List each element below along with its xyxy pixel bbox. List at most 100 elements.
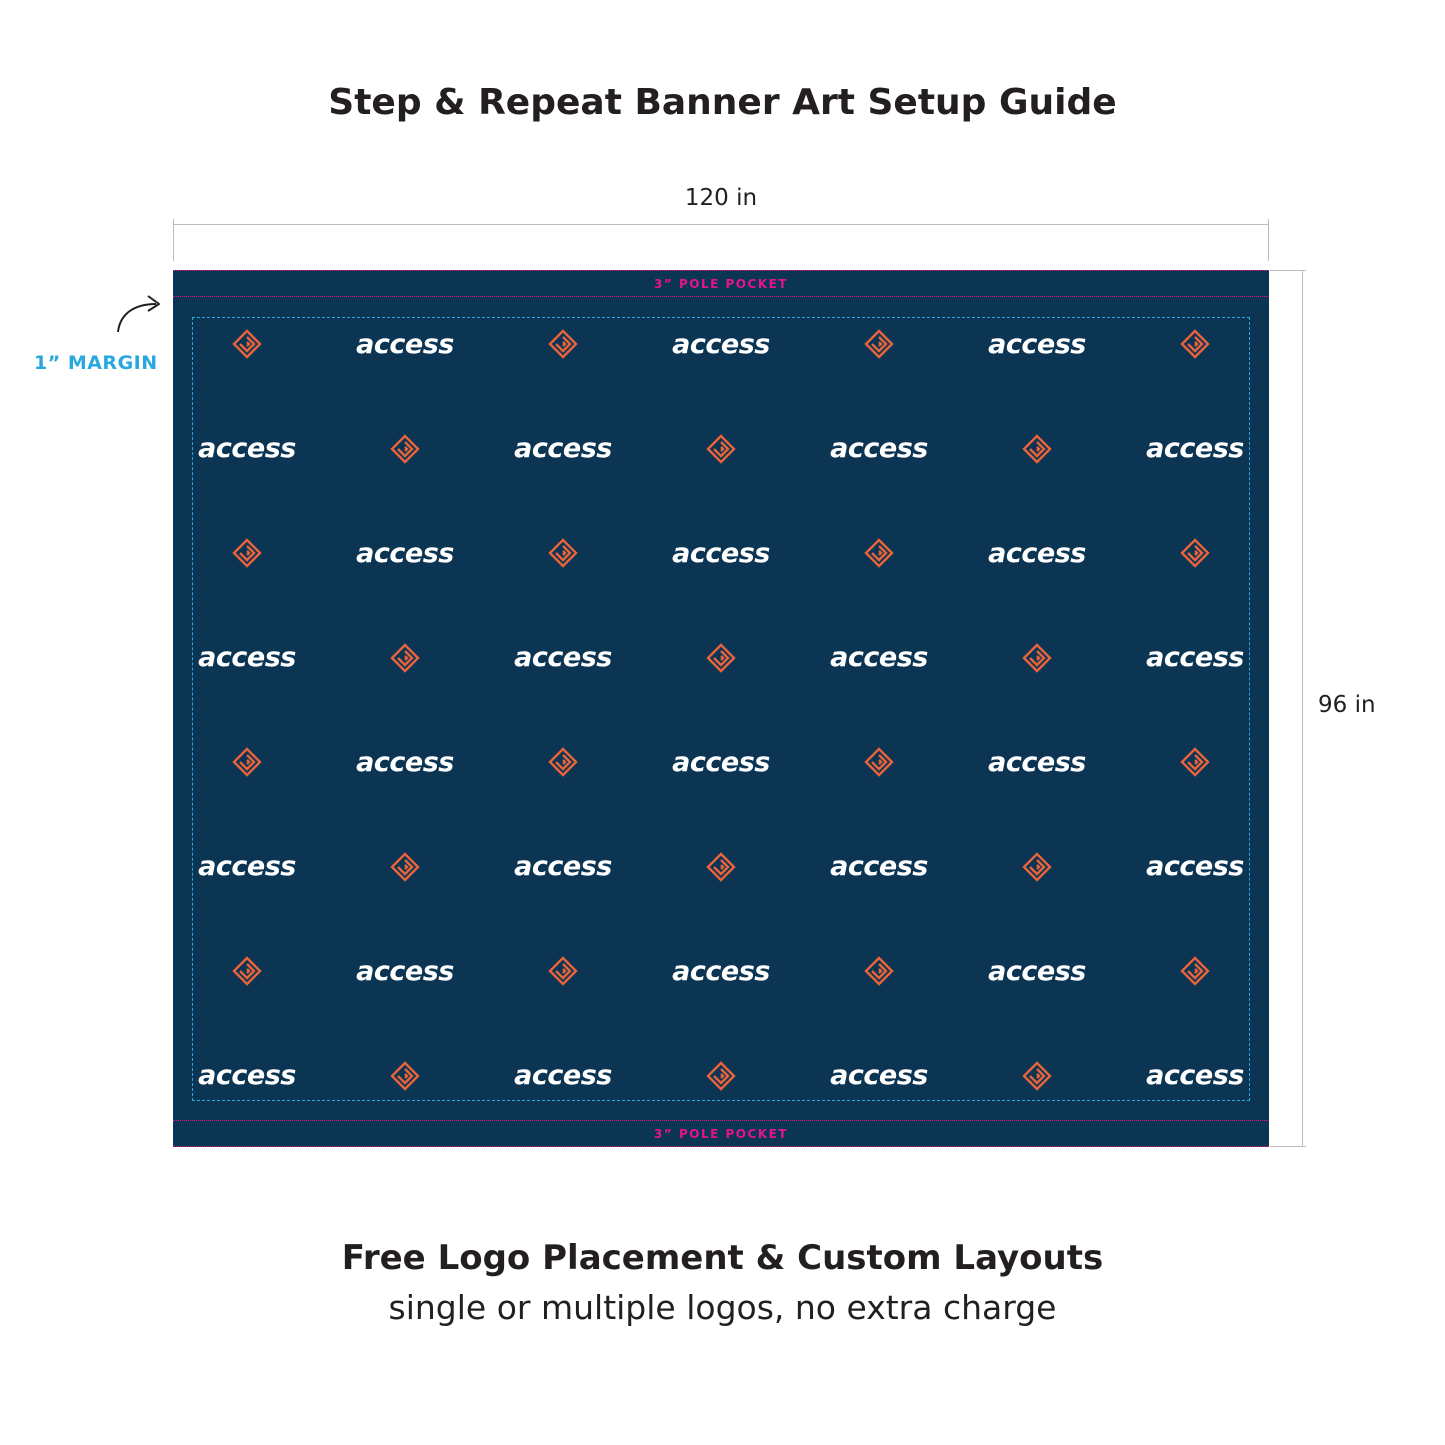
access-wordmark: access [651,319,791,369]
access-wordmark: access [1125,633,1265,683]
access-wordmark-text: access [988,537,1086,569]
access-wordmark: access [1125,424,1265,474]
diamond-swirl-icon [809,737,949,787]
diamond-swirl-icon [651,424,791,474]
access-wordmark-text: access [1146,642,1244,673]
diamond-swirl-icon [1125,946,1265,996]
access-wordmark-text: access [198,851,296,882]
access-wordmark-text: access [672,328,770,360]
access-wordmark: access [967,319,1107,369]
pole-pocket-bottom-label: 3” POLE POCKET [654,1126,788,1141]
diamond-swirl-icon [809,946,949,996]
access-wordmark-text: access [198,1060,296,1091]
access-wordmark-text: access [514,1060,612,1091]
height-dimension-line [1302,270,1303,1147]
access-wordmark: access [493,424,633,474]
access-wordmark: access [177,842,317,892]
access-wordmark-text: access [1146,433,1244,464]
diamond-swirl-icon [809,319,949,369]
pole-pocket-top-label: 3” POLE POCKET [654,276,788,291]
access-wordmark: access [651,946,791,996]
access-wordmark-text: access [988,328,1086,360]
access-wordmark: access [177,424,317,474]
access-wordmark-text: access [356,328,454,360]
diamond-swirl-icon [493,737,633,787]
margin-safe-area [192,317,1250,1101]
access-wordmark-text: access [830,1060,928,1091]
diamond-swirl-icon [967,424,1107,474]
access-wordmark-text: access [1146,1060,1244,1091]
access-wordmark: access [177,1051,317,1101]
diamond-swirl-icon [177,946,317,996]
diamond-swirl-icon [335,424,475,474]
access-wordmark: access [1125,1051,1265,1101]
access-wordmark: access [335,946,475,996]
access-wordmark-text: access [988,955,1086,987]
access-wordmark: access [493,1051,633,1101]
access-wordmark: access [967,946,1107,996]
height-dimension-label: 96 in [1318,692,1376,718]
access-wordmark-text: access [356,537,454,569]
diamond-swirl-icon [335,842,475,892]
access-wordmark: access [967,737,1107,787]
access-wordmark-text: access [672,537,770,569]
margin-label: 1” MARGIN [34,352,158,374]
access-wordmark-text: access [830,433,928,464]
diamond-swirl-icon [493,946,633,996]
access-wordmark: access [335,528,475,578]
footer-subheading: single or multiple logos, no extra charg… [388,1288,1057,1327]
diamond-swirl-icon [493,528,633,578]
pole-pocket-bottom: 3” POLE POCKET [173,1120,1269,1147]
access-wordmark: access [493,842,633,892]
footer-heading: Free Logo Placement & Custom Layouts [341,1238,1104,1278]
width-dimension-tick-right [1268,219,1269,261]
diamond-swirl-icon [1125,319,1265,369]
access-wordmark: access [1125,842,1265,892]
diamond-swirl-icon [651,842,791,892]
access-wordmark: access [177,633,317,683]
access-wordmark-text: access [988,746,1086,778]
access-wordmark: access [335,737,475,787]
access-wordmark-text: access [830,851,928,882]
access-wordmark: access [809,633,949,683]
access-wordmark-text: access [672,746,770,778]
access-wordmark-text: access [1146,851,1244,882]
access-wordmark: access [651,737,791,787]
width-dimension-tick-left [173,219,174,261]
diamond-swirl-icon [651,633,791,683]
logo-pattern-grid: access access access access access access acce… [173,270,1269,1147]
page-title: Step & Repeat Banner Art Setup Guide [328,82,1117,123]
access-wordmark-text: access [198,642,296,673]
diamond-swirl-icon [967,842,1107,892]
width-dimension-line [173,224,1269,225]
curved-arrow-icon [117,295,160,333]
access-wordmark-text: access [356,955,454,987]
access-wordmark: access [651,528,791,578]
access-wordmark: access [335,319,475,369]
diamond-swirl-icon [1125,528,1265,578]
access-wordmark-text: access [198,433,296,464]
access-wordmark: access [809,424,949,474]
access-wordmark: access [493,633,633,683]
diamond-swirl-icon [177,737,317,787]
diamond-swirl-icon [177,319,317,369]
access-wordmark: access [809,842,949,892]
diamond-swirl-icon [967,1051,1107,1101]
diamond-swirl-icon [809,528,949,578]
height-dimension-tick-bottom [1270,1146,1306,1147]
diamond-swirl-icon [335,1051,475,1101]
diamond-swirl-icon [651,1051,791,1101]
access-wordmark-text: access [672,955,770,987]
pole-pocket-top: 3” POLE POCKET [173,270,1269,297]
access-wordmark-text: access [356,746,454,778]
diamond-swirl-icon [177,528,317,578]
width-dimension-label: 120 in [684,185,758,211]
access-wordmark: access [809,1051,949,1101]
diamond-swirl-icon [967,633,1107,683]
access-wordmark-text: access [514,433,612,464]
diamond-swirl-icon [493,319,633,369]
access-wordmark: access [967,528,1107,578]
access-wordmark-text: access [514,642,612,673]
diamond-swirl-icon [1125,737,1265,787]
